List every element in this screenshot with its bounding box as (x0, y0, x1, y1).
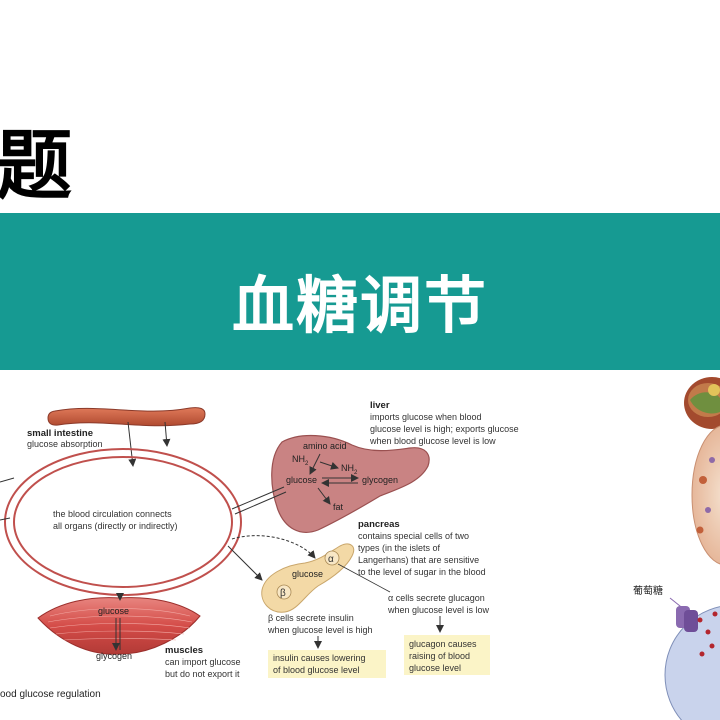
pancreas-sensing-arrow (231, 535, 316, 559)
intestine-arrow-2 (162, 421, 171, 447)
liver-glycogen: glycogen (362, 475, 398, 485)
liver-glucose: glucose (286, 475, 317, 485)
liver-nh2-left: NH2 (292, 454, 309, 467)
pancreas-desc-1: contains special cells of two (358, 531, 469, 541)
glucose-cn-label: 葡萄糖 (633, 584, 663, 597)
pancreas-glucose: glucose (292, 569, 323, 579)
liver-desc-3: when blood glucose level is low (369, 436, 496, 446)
pancreas-desc-3: Langerhans) that are sensitive (358, 555, 479, 565)
liver-nh2-right: NH2 (341, 463, 358, 476)
liver-to-ring-b (234, 491, 287, 515)
beta-symbol: β (280, 588, 286, 599)
circulation-ring-inner (13, 456, 233, 588)
liver-amino-acid: amino acid (303, 441, 347, 451)
glucagon-box-line-1: glucagon causes (409, 639, 477, 649)
liver-desc-2: glucose level is high; exports glucose (370, 424, 519, 434)
beta-cells-line-1: β cells secrete insulin (268, 613, 354, 623)
liver-arrow-fat (317, 487, 331, 505)
title-banner (0, 213, 720, 370)
alpha-cell (324, 550, 340, 566)
glucagon-box-line-3: glucose level (409, 663, 461, 673)
muscle-fibers (47, 608, 193, 641)
pancreas-title: pancreas (358, 519, 400, 530)
right-organ-illustration (684, 377, 720, 429)
circulation-line-1: the blood circulation connects (53, 509, 172, 519)
muscle-glucose: glucose (98, 606, 129, 616)
glucagon-box (404, 635, 490, 675)
liver-desc-1: imports glucose when blood (370, 412, 482, 422)
alpha-pointer (337, 563, 391, 593)
beta-cell (276, 584, 292, 600)
liver-title: liver (370, 400, 390, 411)
insulin-box-line-2: of blood glucose level (273, 665, 360, 675)
muscle-shape (37, 597, 201, 655)
alpha-cells-line-1: α cells secrete glucagon (388, 593, 485, 603)
intestine-arrow-1 (127, 421, 137, 467)
glucagon-box-line-2: raising of blood (409, 651, 470, 661)
insulin-box-line-1: insulin causes lowering (273, 653, 366, 663)
partial-title-char: 题 (0, 121, 72, 210)
alpha-cells-line-2: when glucose level is low (387, 605, 490, 615)
alpha-symbol: α (328, 554, 334, 565)
right-cell-cluster (691, 425, 720, 565)
muscles-desc-2: but do not export it (165, 669, 240, 679)
liver-shape (271, 434, 430, 533)
liver-arrow-nh2 (319, 461, 339, 470)
liver-fat: fat (333, 502, 344, 512)
muscles-desc-1: can import glucose (165, 657, 241, 667)
pancreas-desc-4: to the level of sugar in the blood (358, 567, 486, 577)
beta-cells-line-2: when glucose level is high (267, 625, 373, 635)
circulation-line-2: all organs (directly or indirectly) (53, 521, 178, 531)
figure-caption: ood glucose regulation (0, 689, 101, 700)
small-intestine-title: small intestine (27, 428, 93, 439)
ring-left-arrow-2 (0, 517, 11, 521)
small-intestine-tube (47, 407, 206, 427)
banner-title: 血糖调节 (231, 269, 488, 342)
blood-glucose-diagram: small intestine glucose absorption the b… (0, 377, 720, 720)
muscle-glycogen: glycogen (96, 651, 132, 661)
insulin-box (268, 650, 386, 678)
pancreas-desc-2: types (in the islets of (358, 543, 441, 553)
muscles-title: muscles (165, 645, 203, 656)
ring-left-arrow (0, 477, 15, 483)
right-receptor-cell (664, 597, 720, 720)
liver-arrow-amino (309, 453, 321, 475)
liver-to-ring-a (231, 486, 285, 510)
small-intestine-desc: glucose absorption (27, 439, 103, 449)
pancreas-to-ring (227, 545, 263, 581)
